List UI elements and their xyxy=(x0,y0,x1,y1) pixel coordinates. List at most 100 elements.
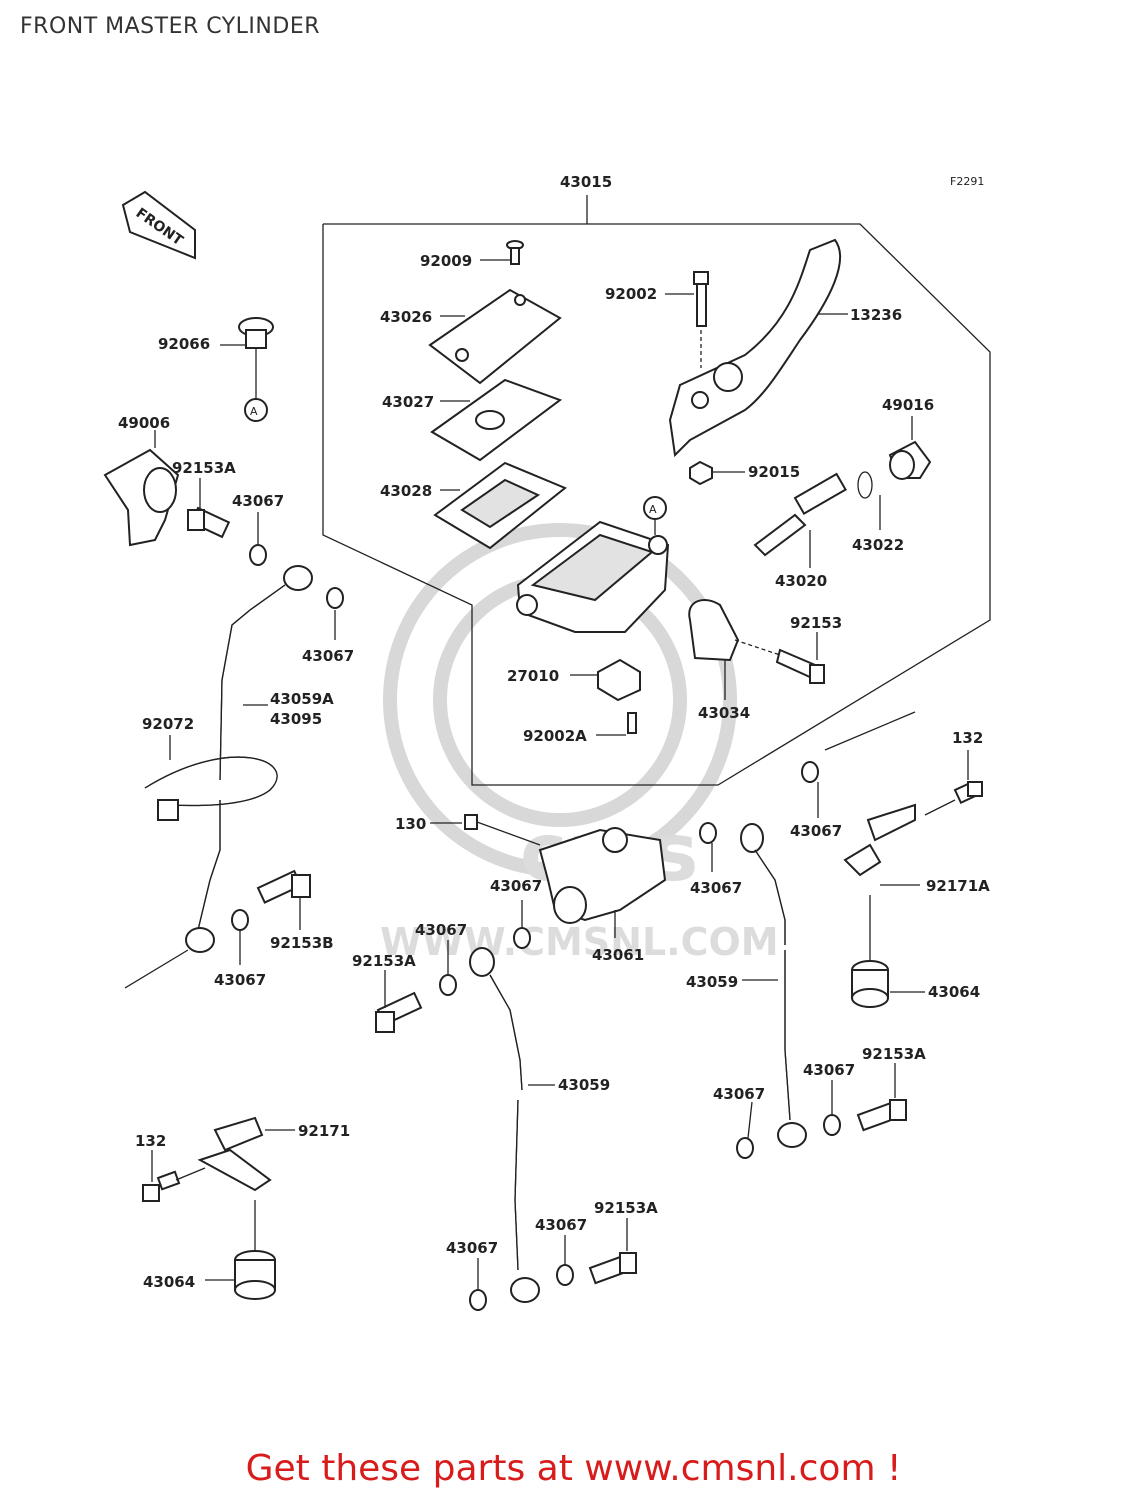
label-43020: 43020 xyxy=(775,572,827,590)
label-43067-b: 43067 xyxy=(302,647,354,665)
label-43064-right: 43064 xyxy=(928,983,980,1001)
washer-43067-f xyxy=(699,822,717,872)
label-43059a: 43059A xyxy=(270,690,334,708)
label-43028: 43028 xyxy=(380,482,432,500)
label-92072: 92072 xyxy=(142,715,194,733)
bolt-132-right xyxy=(924,750,983,816)
grommet-43064-left xyxy=(205,1250,276,1300)
cap-92066 xyxy=(220,317,274,398)
clamp-92072 xyxy=(144,735,278,821)
parts-diagram: cms WWW.CMSNL.COM FRONT F2291 xyxy=(103,173,991,1311)
label-92153a-right: 92153A xyxy=(862,1045,926,1063)
bolt-92153a-lower xyxy=(588,1218,637,1285)
label-43034: 43034 xyxy=(698,704,750,722)
washer-43067-d xyxy=(801,761,819,818)
label-130: 130 xyxy=(395,815,426,833)
watermark-url: WWW.CMSNL.COM xyxy=(380,920,779,964)
label-43026: 43026 xyxy=(380,308,432,326)
label-92153a-lower: 92153A xyxy=(594,1199,658,1217)
diagram-code: F2291 xyxy=(950,175,984,188)
washer-43067-e xyxy=(513,900,531,949)
label-43067-j: 43067 xyxy=(446,1239,498,1257)
ref-marker-a-top: A xyxy=(643,496,667,535)
brake-lever-13236 xyxy=(668,238,848,458)
page-title: FRONT MASTER CYLINDER xyxy=(20,14,321,39)
label-49006: 49006 xyxy=(118,414,170,432)
label-43067-h: 43067 xyxy=(713,1085,765,1103)
label-43067-i: 43067 xyxy=(803,1061,855,1079)
label-92009: 92009 xyxy=(420,252,472,270)
washer-43067-h xyxy=(736,1101,754,1159)
washer-43067-i xyxy=(823,1080,841,1136)
svg-text:A: A xyxy=(250,405,258,418)
label-92002a: 92002A xyxy=(523,727,587,745)
bolt-92153a-middle xyxy=(375,970,423,1033)
bolt-92153 xyxy=(734,632,825,684)
footer-link[interactable]: Get these parts at www.cmsnl.com ! xyxy=(245,1448,902,1489)
nut-92015 xyxy=(689,460,745,486)
bolt-92153a-upper-left xyxy=(187,478,231,539)
label-43059-right: 43059 xyxy=(686,973,738,991)
master-cylinder-body xyxy=(516,520,670,633)
label-13236: 13236 xyxy=(850,306,902,324)
label-43015: 43015 xyxy=(560,173,612,191)
washer-43067-b xyxy=(326,587,344,640)
washer-43067-c xyxy=(231,909,249,965)
grommet-43064-right xyxy=(851,960,925,1008)
label-43022: 43022 xyxy=(852,536,904,554)
screw-92002a xyxy=(596,712,637,736)
label-43027: 43027 xyxy=(382,393,434,411)
svg-text:A: A xyxy=(649,503,657,516)
label-92066: 92066 xyxy=(158,335,210,353)
washer-43067-j xyxy=(469,1258,487,1311)
label-49016: 49016 xyxy=(882,396,934,414)
hose-43059-right xyxy=(740,823,807,1148)
label-43067-e: 43067 xyxy=(490,877,542,895)
footer-promo[interactable]: Get these parts at www.cmsnl.com ! xyxy=(0,1448,1147,1489)
bracket-92171 xyxy=(197,1116,295,1250)
label-92153: 92153 xyxy=(790,614,842,632)
diaphragm-43028 xyxy=(433,461,567,550)
label-92002: 92002 xyxy=(605,285,657,303)
bolt-132-left xyxy=(142,1150,206,1202)
label-43067-a: 43067 xyxy=(232,492,284,510)
assembly-43015-boundary xyxy=(322,195,991,786)
label-132-right: 132 xyxy=(952,729,983,747)
label-43061: 43061 xyxy=(592,946,644,964)
bolt-130 xyxy=(430,814,541,846)
screw-92009 xyxy=(480,240,524,265)
label-132-left: 132 xyxy=(135,1132,166,1150)
washer-43067-g xyxy=(439,940,457,996)
switch-27010 xyxy=(570,658,641,702)
bracket-92171a xyxy=(843,803,920,960)
hose-43059a xyxy=(124,565,313,989)
label-43059-middle: 43059 xyxy=(558,1076,610,1094)
label-43067-f: 43067 xyxy=(690,879,742,897)
pivot-bolt-92002 xyxy=(665,271,709,368)
washer-43067-k xyxy=(556,1235,574,1286)
plate-43027 xyxy=(430,378,563,462)
master-cylinder-43061 xyxy=(538,827,667,938)
label-43064-left: 43064 xyxy=(143,1273,195,1291)
label-43067-k: 43067 xyxy=(535,1216,587,1234)
label-43067-g: 43067 xyxy=(415,921,467,939)
label-43067-d: 43067 xyxy=(790,822,842,840)
label-92153a-middle: 92153A xyxy=(352,952,416,970)
reservoir-cap-43026 xyxy=(428,288,562,385)
washer-43067-a xyxy=(249,512,267,566)
label-92015: 92015 xyxy=(748,463,800,481)
bolt-92153a-right xyxy=(856,1063,907,1132)
guide-line-right xyxy=(824,711,916,751)
circlip-43022 xyxy=(857,471,881,530)
label-43095: 43095 xyxy=(270,710,322,728)
clamp-43034 xyxy=(688,599,740,700)
boot-49016 xyxy=(888,416,932,480)
cap-49006 xyxy=(103,430,180,547)
part-labels: 43015 92009 43026 43027 43028 92002 1323… xyxy=(118,173,990,1291)
front-arrow-icon: FRONT xyxy=(121,190,196,260)
hose-43059-middle xyxy=(469,947,555,1303)
piston-43020 xyxy=(753,472,847,568)
label-92171: 92171 xyxy=(298,1122,350,1140)
ref-marker-a-left: A xyxy=(244,398,268,422)
label-92153a-upper-left: 92153A xyxy=(172,459,236,477)
